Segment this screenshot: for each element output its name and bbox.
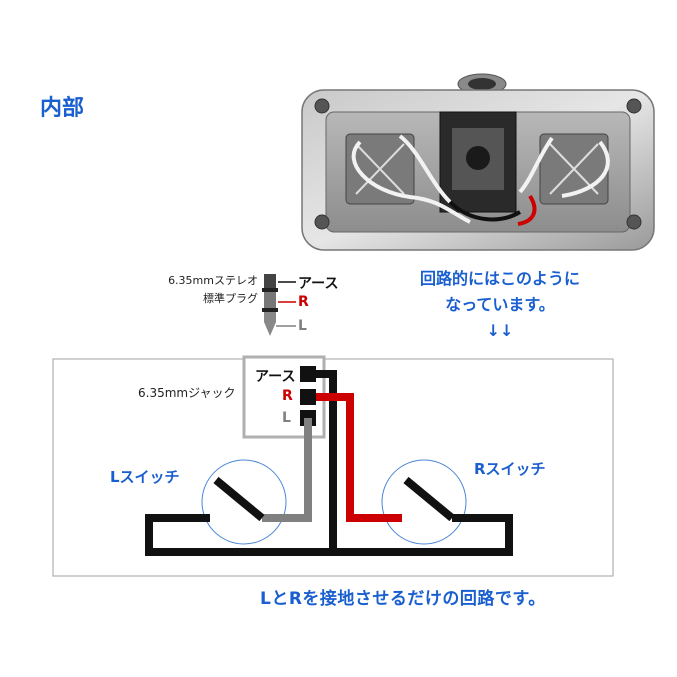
left-switch-label: Lスイッチ — [110, 468, 180, 486]
plug-terminal-ground: アース — [298, 276, 339, 292]
plug-label-line1: 6.35mmステレオ — [168, 274, 258, 287]
note-arrows: ↓↓ — [486, 321, 514, 340]
jack-terminal-l: L — [282, 410, 291, 426]
plug-terminal-r: R — [298, 294, 309, 310]
plug-label-line2: 標準プラグ — [203, 292, 258, 305]
footer-caption: LとRを接地させるだけの回路です。 — [260, 589, 546, 609]
jack-label: 6.35mmジャック — [138, 386, 236, 400]
note-line1: 回路的にはこのように — [419, 269, 580, 288]
plug-terminal-l: L — [298, 318, 307, 334]
enclosure-photo — [301, 73, 655, 251]
circuit-note: 回路的にはこのように なっています。 ↓↓ — [380, 266, 620, 344]
plug-label: 6.35mmステレオ 標準プラグ — [148, 272, 258, 308]
jack-terminal-ground: アース — [255, 369, 296, 385]
note-line2: なっています。 — [445, 295, 555, 314]
jack-terminal-r: R — [282, 388, 293, 404]
right-switch-label: Rスイッチ — [474, 460, 546, 478]
page-title: 内部 — [40, 96, 85, 121]
